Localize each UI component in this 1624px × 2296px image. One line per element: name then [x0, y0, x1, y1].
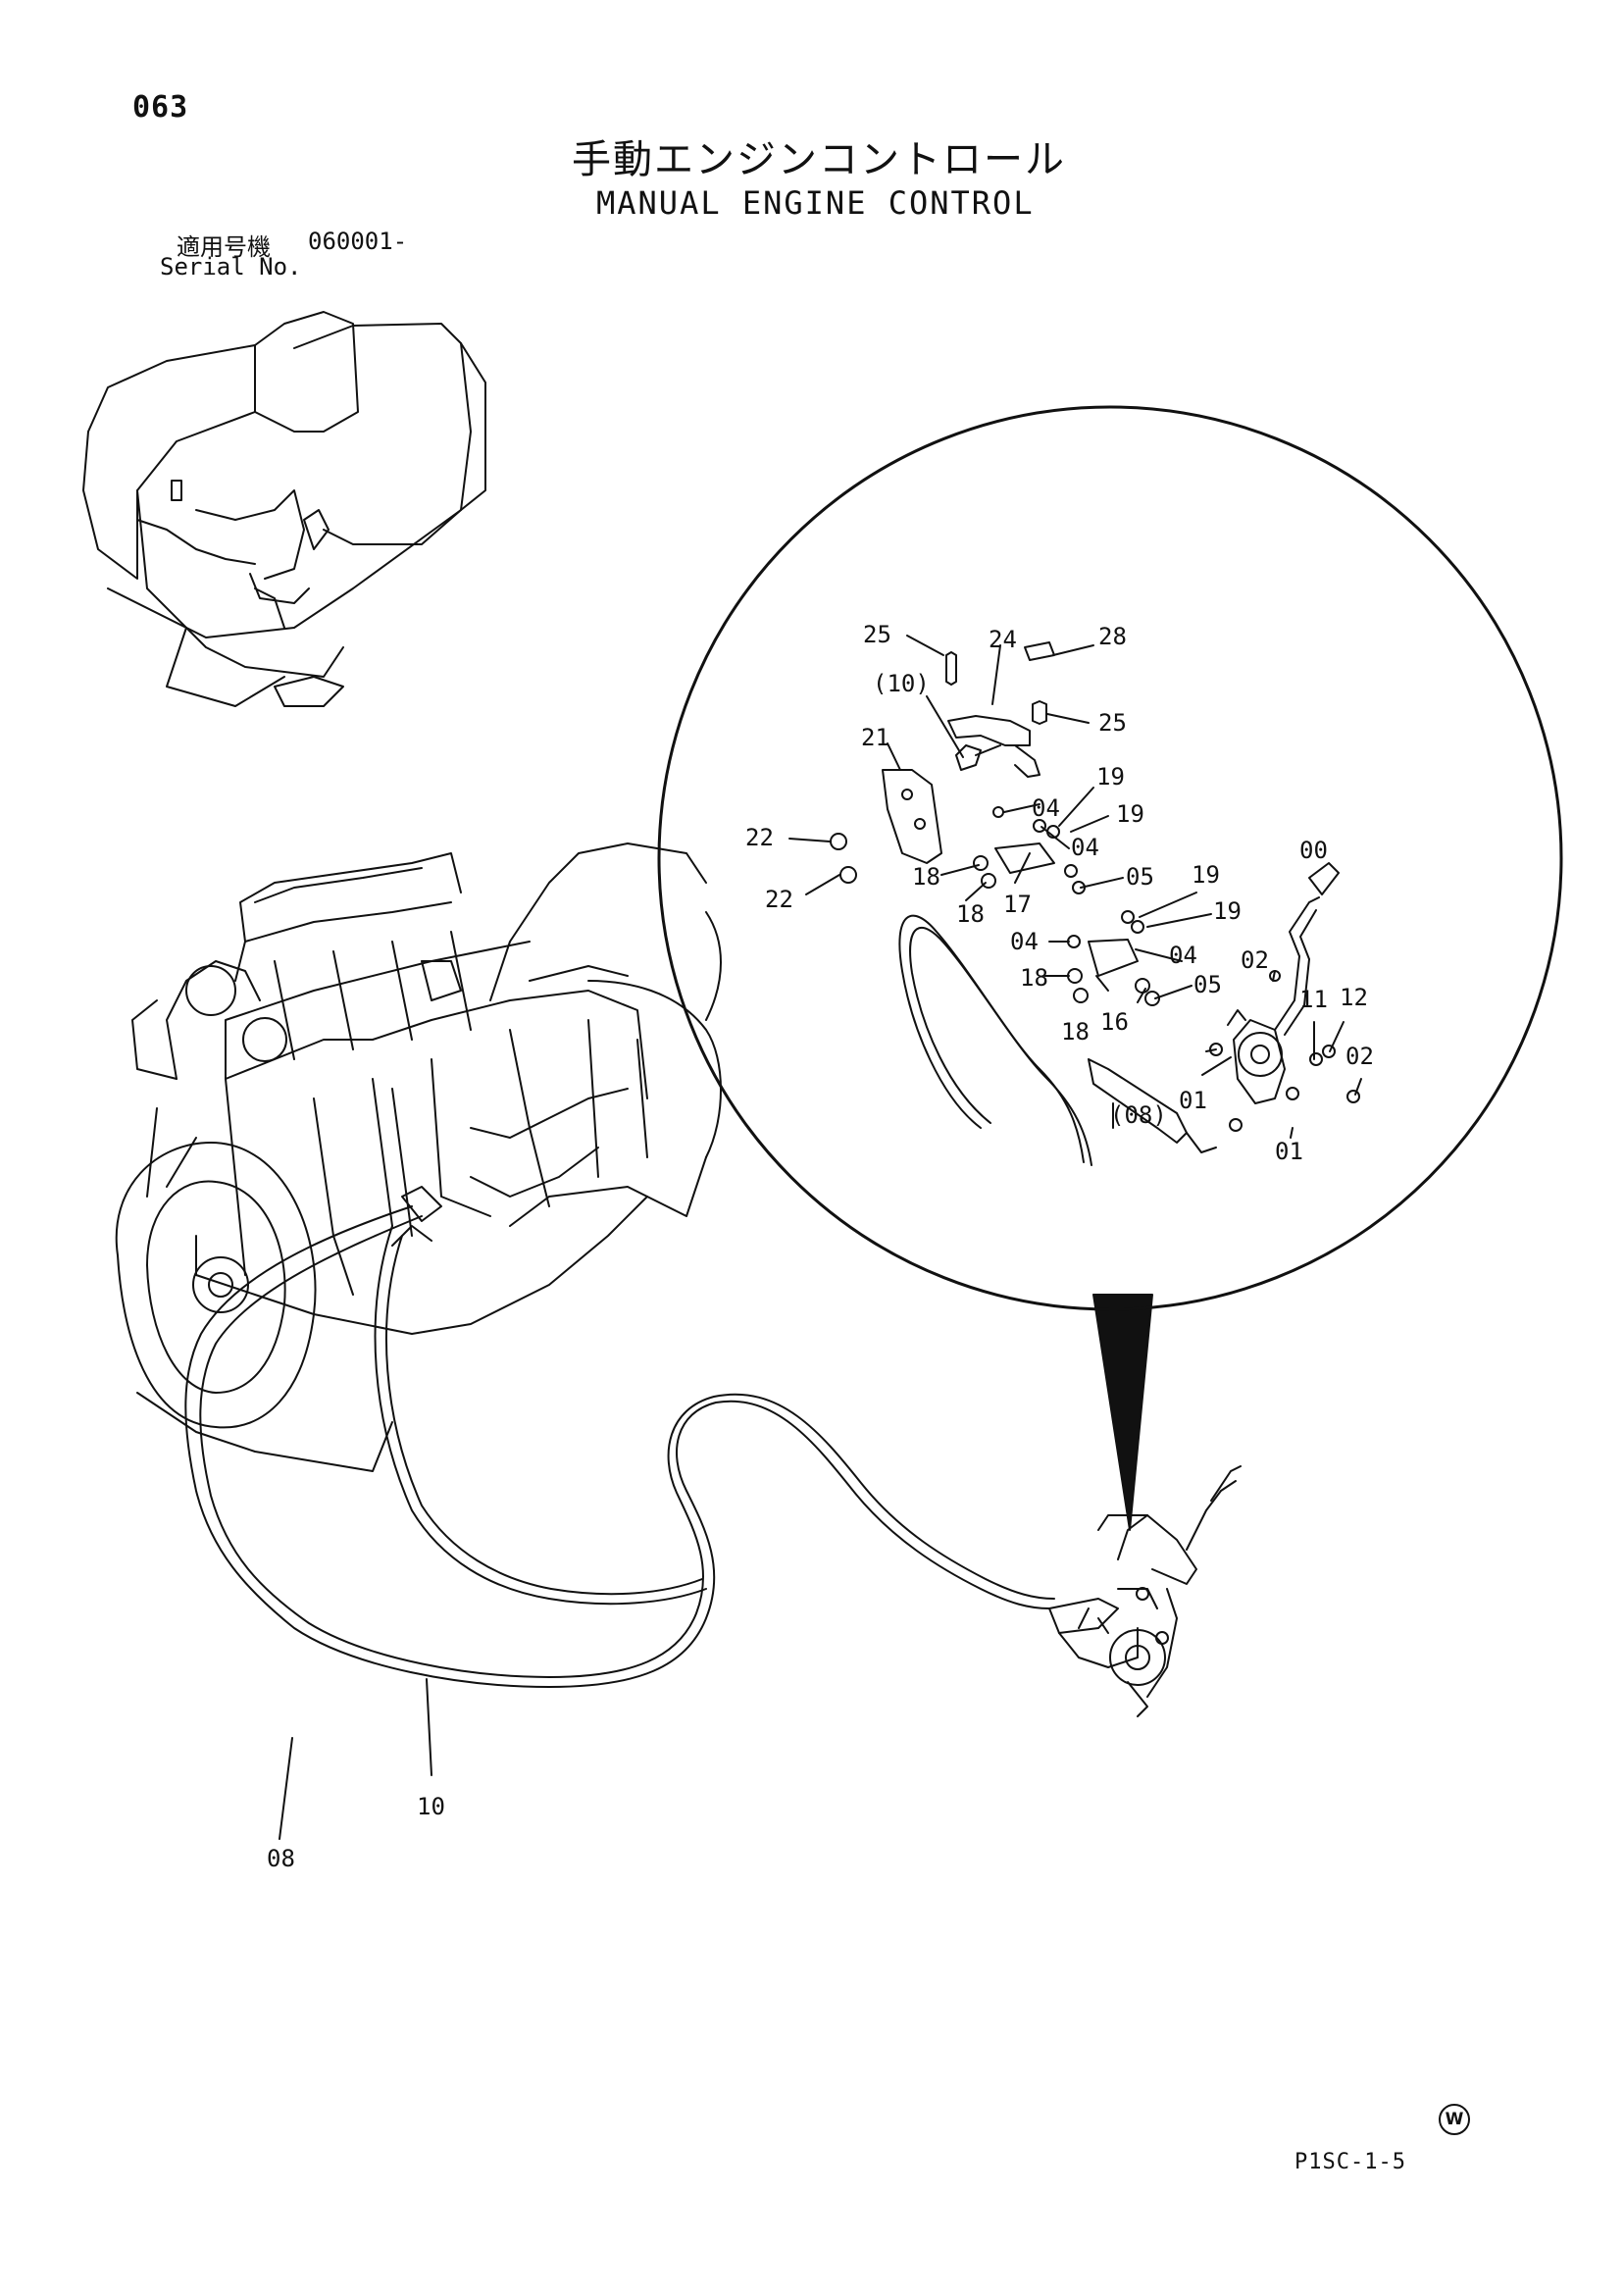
lever-assembly — [1048, 1465, 1242, 1717]
callout-19: 19 — [1116, 800, 1144, 828]
callout-00: 00 — [1299, 837, 1328, 864]
callout-01: 01 — [1275, 1138, 1303, 1165]
page-title: MANUAL ENGINE CONTROL — [596, 184, 1035, 222]
callout-05: 05 — [1193, 971, 1222, 998]
callout-22: 22 — [745, 824, 774, 851]
callout-11: 11 — [1299, 986, 1328, 1013]
watermark-w: W — [1439, 2104, 1470, 2135]
page-title-japanese: 手動エンジンコントロール — [572, 137, 1066, 182]
detail-callouts: 25 24 28 (10) 25 21 19 04 19 22 04 18 17… — [745, 621, 1374, 1165]
callout-12: 12 — [1340, 984, 1368, 1011]
callout-08: 08 — [267, 1845, 295, 1872]
serial-label: Serial No. — [160, 253, 302, 281]
callout-25: 25 — [863, 621, 891, 648]
document-code: P1SC-1-5 — [1294, 2150, 1406, 2174]
detail-view — [657, 405, 1563, 1311]
callout-19: 19 — [1096, 763, 1125, 791]
callout-05: 05 — [1126, 863, 1154, 891]
detail-pointer — [1092, 1294, 1153, 1531]
callout-04: 04 — [1032, 794, 1060, 822]
main-callouts: 10 08 — [267, 1678, 445, 1872]
callout-01: 01 — [1179, 1087, 1207, 1114]
callout-18: 18 — [1061, 1018, 1090, 1046]
callout-08: (08) — [1110, 1101, 1167, 1129]
callout-18: 18 — [1020, 964, 1048, 992]
callout-04: 04 — [1071, 834, 1099, 861]
callout-10: 10 — [417, 1793, 445, 1820]
callout-22: 22 — [765, 886, 793, 913]
callout-18: 18 — [912, 863, 940, 891]
callout-10: (10) — [873, 670, 930, 697]
callout-02: 02 — [1241, 946, 1269, 974]
callout-18: 18 — [956, 900, 985, 928]
callout-21: 21 — [861, 724, 889, 751]
callout-04: 04 — [1010, 928, 1039, 955]
callout-25: 25 — [1098, 709, 1127, 737]
throttle-cables — [184, 1205, 1055, 1688]
callout-16: 16 — [1100, 1008, 1129, 1036]
serial-number-value: 060001- — [308, 228, 408, 255]
callout-04: 04 — [1169, 942, 1197, 969]
cab-overview — [82, 311, 486, 707]
callout-17: 17 — [1003, 891, 1032, 918]
engine-assembly — [115, 842, 722, 1472]
callout-28: 28 — [1098, 623, 1127, 650]
serial-label-japanese: 適用号機 — [177, 233, 271, 261]
callout-19: 19 — [1213, 897, 1242, 925]
callout-02: 02 — [1345, 1043, 1374, 1070]
page-number: 063 — [132, 90, 189, 125]
callout-19: 19 — [1192, 861, 1220, 889]
callout-24: 24 — [989, 626, 1017, 653]
